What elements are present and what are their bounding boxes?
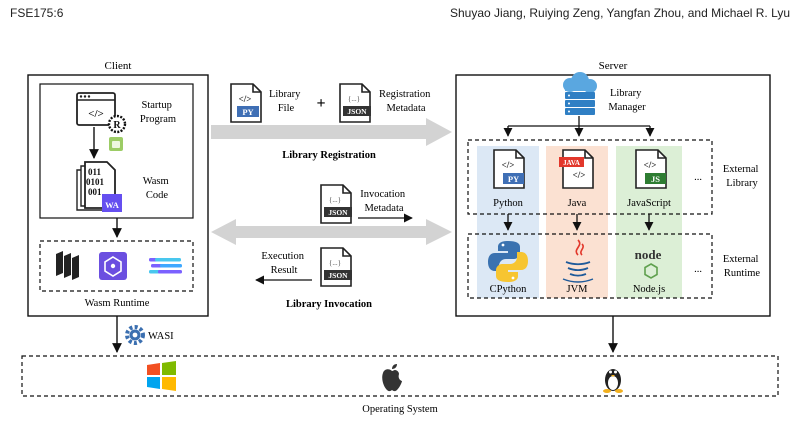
svg-text:</>: </> [88, 108, 104, 120]
svg-text:JSON: JSON [328, 208, 348, 217]
windows-logo-icon [147, 361, 176, 391]
wasmer-logo-icon [56, 251, 79, 280]
svg-text:</>: </> [573, 170, 586, 180]
svg-text:</>: </> [239, 94, 252, 104]
svg-text:PY: PY [242, 107, 253, 117]
javascript-label: JavaScript [627, 198, 671, 209]
nodejs-label: Node.js [633, 284, 665, 295]
svg-text:{...}: {...} [348, 95, 360, 103]
library-manager-label: Library Manager [608, 88, 646, 113]
invocation-json-icon: {...} JSON [320, 184, 352, 224]
python-label: Python [493, 198, 524, 209]
jvm-label: JVM [566, 284, 588, 295]
library-file-label: Library File [269, 89, 303, 114]
svg-text:{...}: {...} [329, 259, 341, 267]
external-runtime-label: External Runtime [723, 254, 761, 279]
startup-program-label: Startup Program [140, 100, 176, 125]
header-authors: Shuyao Jiang, Ruiying Zeng, Yangfan Zhou… [450, 6, 790, 20]
svg-text:JAVA: JAVA [563, 159, 580, 167]
svg-text:{...}: {...} [329, 196, 341, 204]
wasi-label: WASI [148, 331, 174, 342]
registration-json-icon: {...} JSON [339, 83, 371, 123]
svg-text:JSON: JSON [347, 107, 367, 116]
binary-file-icon: 011 0101 001 [76, 161, 116, 211]
library-invocation-label: Library Invocation [286, 299, 372, 310]
python-logo-icon [488, 241, 528, 282]
python-file-icon: </> PY [493, 149, 525, 189]
svg-text:R: R [113, 120, 121, 131]
python-library-file-icon: </> PY [230, 83, 262, 123]
wasm-code-label: Wasm Code [143, 176, 172, 201]
operating-system-box [21, 355, 779, 397]
server-stack-icon [563, 72, 597, 115]
javascript-file-icon: </> JS [635, 149, 667, 189]
svg-text:JSON: JSON [328, 271, 348, 280]
external-library-label: External Library [723, 164, 761, 189]
library-invocation-arrow [211, 219, 452, 245]
external-library-box [467, 139, 713, 215]
invocation-metadata-label: Invocation Metadata [360, 189, 408, 214]
external-runtime-box [467, 233, 713, 299]
svg-text:011 0101 001: 011 0101 001 [86, 167, 106, 197]
plus-sign: + [316, 95, 325, 112]
wasi-gear-icon [125, 325, 145, 345]
header-section-number: FSE175:6 [10, 6, 64, 20]
nodejs-logo-icon: node [635, 247, 662, 279]
rust-logo-icon: R [107, 114, 127, 134]
client-title: Client [105, 60, 132, 72]
library-ellipsis: ... [694, 172, 702, 183]
linux-tux-icon [603, 369, 623, 393]
server-title: Server [599, 60, 628, 72]
library-registration-label: Library Registration [282, 150, 376, 161]
wasmtime-logo-icon [149, 258, 182, 274]
operating-system-label: Operating System [362, 404, 438, 415]
svg-text:WA: WA [105, 200, 120, 210]
java-file-icon: </> JAVA [559, 149, 594, 189]
java-logo-icon [562, 239, 594, 283]
android-app-icon [109, 137, 123, 151]
library-registration-arrow [211, 118, 452, 146]
registration-metadata-label: Registration Metadata [379, 89, 433, 114]
code-window-icon: </> [76, 92, 116, 126]
wasm-runtime-label: Wasm Runtime [85, 298, 150, 309]
svg-text:PY: PY [508, 174, 519, 184]
svg-text:node: node [635, 247, 662, 262]
execution-result-label: Execution Result [261, 251, 306, 276]
wasmedge-logo-icon [99, 252, 127, 280]
svg-text:</>: </> [644, 160, 657, 170]
svg-text:</>: </> [502, 160, 515, 170]
java-label: Java [568, 198, 587, 209]
svg-text:JS: JS [651, 174, 660, 184]
apple-logo-icon [382, 364, 402, 392]
cpython-label: CPython [490, 284, 528, 295]
result-json-icon: {...} JSON [320, 247, 352, 287]
wasm-logo-icon: WA [102, 194, 122, 212]
runtime-ellipsis: ... [694, 264, 702, 275]
